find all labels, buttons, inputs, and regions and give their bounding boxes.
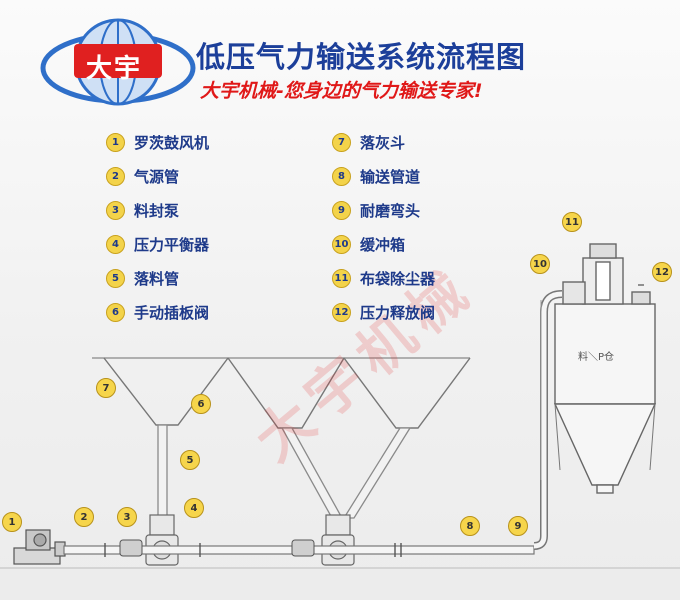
callout-9: 9 [508,516,528,536]
callout-5: 5 [180,450,200,470]
logo-text: 大宇 [86,54,143,84]
callout-4: 4 [184,498,204,518]
callout-6: 6 [191,394,211,414]
silo [540,243,657,494]
callout-2: 2 [74,507,94,527]
callout-3: 3 [117,507,137,527]
callout-11: 11 [562,212,582,232]
callout-7: 7 [96,378,116,398]
roots-blower [13,529,66,565]
callout-1: 1 [2,512,22,532]
callout-10: 10 [530,254,550,274]
callout-8: 8 [460,516,480,536]
silo-label: 料＼P仓 [578,352,615,363]
rotary-valves [145,514,355,566]
page-subtitle: 大宇机械-您身边的气力输送专家! [200,80,483,102]
callout-12: 12 [652,262,672,282]
logo-globe-icon [40,18,196,106]
page-title: 低压气力输送系统流程图 [196,40,527,74]
